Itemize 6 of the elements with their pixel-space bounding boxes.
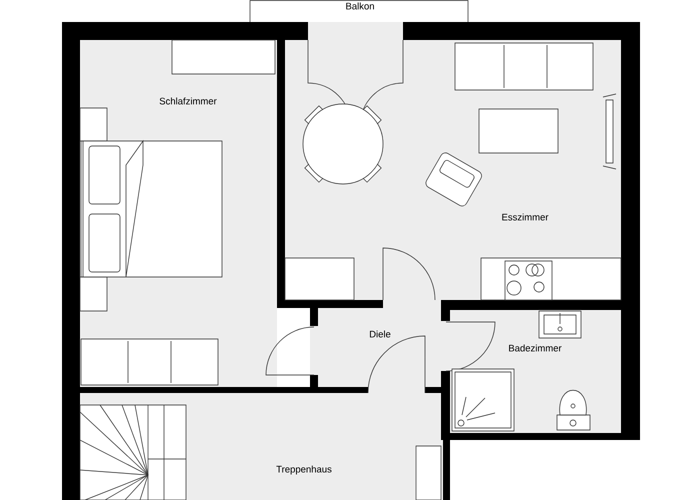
room-label: Badezimmer	[509, 344, 562, 352]
room-label: Schlafzimmer	[160, 98, 217, 104]
room-label: Esszimmer	[502, 214, 548, 220]
room-label: Balkon	[346, 2, 374, 10]
room-label: Diele	[370, 330, 390, 338]
room-label: Treppenhaus	[276, 466, 332, 474]
